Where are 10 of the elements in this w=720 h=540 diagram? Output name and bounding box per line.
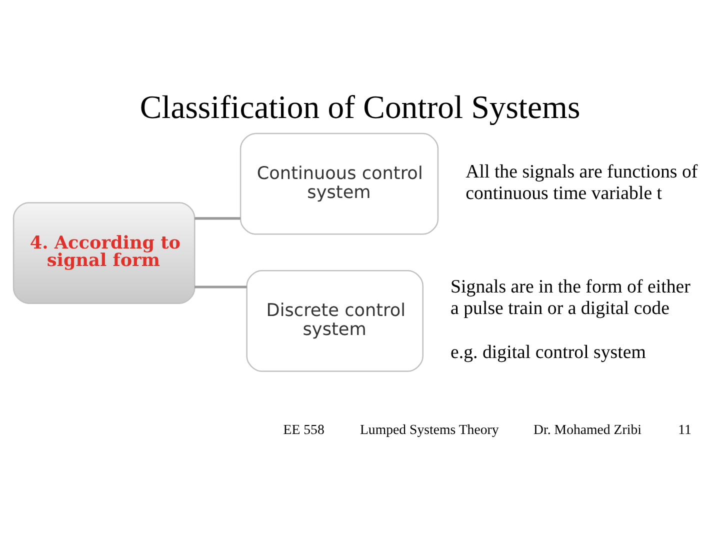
label: Dr. Mohamed Zribi: [534, 422, 642, 437]
label: EE 558: [283, 422, 324, 437]
diagram-title: Classification of Control Systems: [140, 90, 580, 126]
connector: [194, 286, 247, 288]
connector: [194, 217, 241, 220]
node-label: All the signals are functions of continuous time variable t: [466, 162, 698, 204]
node-label: e.g. digital control system: [450, 342, 646, 364]
node-label: Signals are in the form of either a pulse train or a digital code: [450, 276, 690, 320]
label: Lumped Systems Theory: [360, 422, 499, 437]
label: 11: [678, 422, 692, 437]
